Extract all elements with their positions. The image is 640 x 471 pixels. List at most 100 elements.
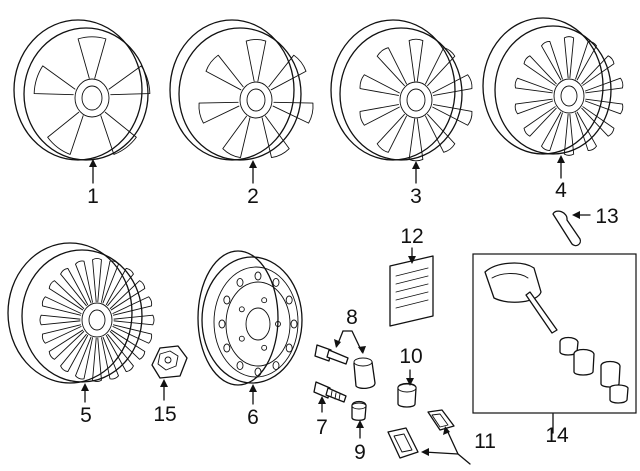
alloy-wheel-4[interactable] xyxy=(482,17,624,156)
spoke xyxy=(77,36,107,79)
lug-hole xyxy=(238,306,245,313)
vent-hole xyxy=(290,319,298,329)
spoke xyxy=(541,41,563,81)
spoke xyxy=(222,115,251,159)
callout-4: 4 xyxy=(555,179,567,202)
tpms-sensor-14[interactable] xyxy=(484,262,629,404)
leader-line-11a xyxy=(423,451,471,465)
spoke xyxy=(198,101,240,124)
arrowhead-4 xyxy=(557,155,565,163)
arrowhead-11a xyxy=(421,448,429,456)
spoke xyxy=(105,333,134,373)
spoke xyxy=(39,314,81,326)
callout-2: 2 xyxy=(247,185,259,208)
spoke xyxy=(47,111,84,155)
vent-hole xyxy=(254,367,262,377)
callout-8: 8 xyxy=(346,306,358,329)
vent-hole xyxy=(236,361,244,371)
tire-info-label-12[interactable] xyxy=(389,255,434,327)
spoke xyxy=(563,36,575,79)
spoke xyxy=(92,257,102,303)
vent-hole xyxy=(254,271,262,281)
tpms-kit-box-14 xyxy=(472,253,637,414)
steel-wheel-6[interactable] xyxy=(197,250,303,386)
spokes-5 xyxy=(39,257,155,383)
spoke xyxy=(109,280,146,311)
spoke xyxy=(408,38,424,82)
arrowhead-13 xyxy=(572,211,580,219)
spoke xyxy=(60,333,89,373)
alloy-wheel-1[interactable] xyxy=(13,19,151,161)
spoke xyxy=(92,337,102,383)
spoke xyxy=(408,118,424,162)
callout-12: 12 xyxy=(400,225,423,248)
spoke xyxy=(359,104,400,126)
vent-hole xyxy=(285,343,293,353)
spoke xyxy=(261,115,290,159)
vent-hole xyxy=(272,277,280,287)
spoke xyxy=(75,336,93,380)
lug-hole xyxy=(261,297,268,304)
spokes-2 xyxy=(198,38,314,159)
arrowhead-8b xyxy=(358,346,366,354)
spoke xyxy=(75,260,93,304)
cap-removal-tool-11[interactable] xyxy=(387,409,455,459)
vent-hole xyxy=(223,295,231,305)
vent-hole xyxy=(218,319,226,329)
spoke xyxy=(33,65,76,96)
spoke xyxy=(563,113,575,156)
spokes-4 xyxy=(514,36,624,156)
vent-hole xyxy=(272,361,280,371)
callout-15: 15 xyxy=(153,403,176,426)
valve-stem-13[interactable] xyxy=(552,210,582,247)
spoke xyxy=(523,106,557,137)
callout-11: 11 xyxy=(474,430,496,453)
spoke xyxy=(584,77,624,94)
alloy-wheel-2[interactable] xyxy=(169,19,314,161)
lock-bolt-set-8[interactable] xyxy=(314,344,376,390)
vent-hole xyxy=(223,343,231,353)
bolt-cap-9[interactable] xyxy=(351,400,367,421)
vent-holes-6 xyxy=(218,271,298,377)
wheel-bolt-7[interactable] xyxy=(313,381,347,403)
spoke xyxy=(575,111,597,151)
spoke xyxy=(359,74,400,96)
leader-line-8b xyxy=(342,330,363,353)
spoke xyxy=(48,280,85,311)
spoke xyxy=(105,267,134,307)
spoke xyxy=(41,296,82,316)
callout-7: 7 xyxy=(316,416,328,439)
alloy-wheel-3[interactable] xyxy=(330,19,473,162)
center-cap-15[interactable] xyxy=(151,345,188,379)
spoke xyxy=(514,77,554,94)
spoke xyxy=(376,47,407,87)
arrowhead-11b xyxy=(443,426,450,435)
lock-bolt-cap-10[interactable] xyxy=(397,382,417,408)
spoke xyxy=(112,324,153,344)
callout-13: 13 xyxy=(595,205,618,228)
callout-6: 6 xyxy=(247,406,259,429)
spoke xyxy=(268,54,307,91)
arrowhead-6 xyxy=(249,384,257,392)
spoke xyxy=(376,113,407,153)
spoke xyxy=(432,74,473,96)
spoke xyxy=(48,329,85,360)
spoke xyxy=(245,38,267,82)
callout-5: 5 xyxy=(80,404,92,427)
spoke xyxy=(541,111,563,151)
spoke xyxy=(575,41,597,81)
spoke xyxy=(108,65,151,96)
alloy-wheel-5[interactable] xyxy=(7,242,155,384)
arrowhead-9 xyxy=(356,420,364,428)
spoke xyxy=(112,296,153,316)
callout-1: 1 xyxy=(87,185,99,208)
spoke xyxy=(584,98,624,115)
spoke xyxy=(41,324,82,344)
spoke xyxy=(581,55,615,86)
spoke xyxy=(60,267,89,307)
arrowhead-10 xyxy=(406,378,414,386)
lug-hole xyxy=(238,335,245,342)
arrowhead-2 xyxy=(249,160,257,168)
spoke xyxy=(514,98,554,115)
